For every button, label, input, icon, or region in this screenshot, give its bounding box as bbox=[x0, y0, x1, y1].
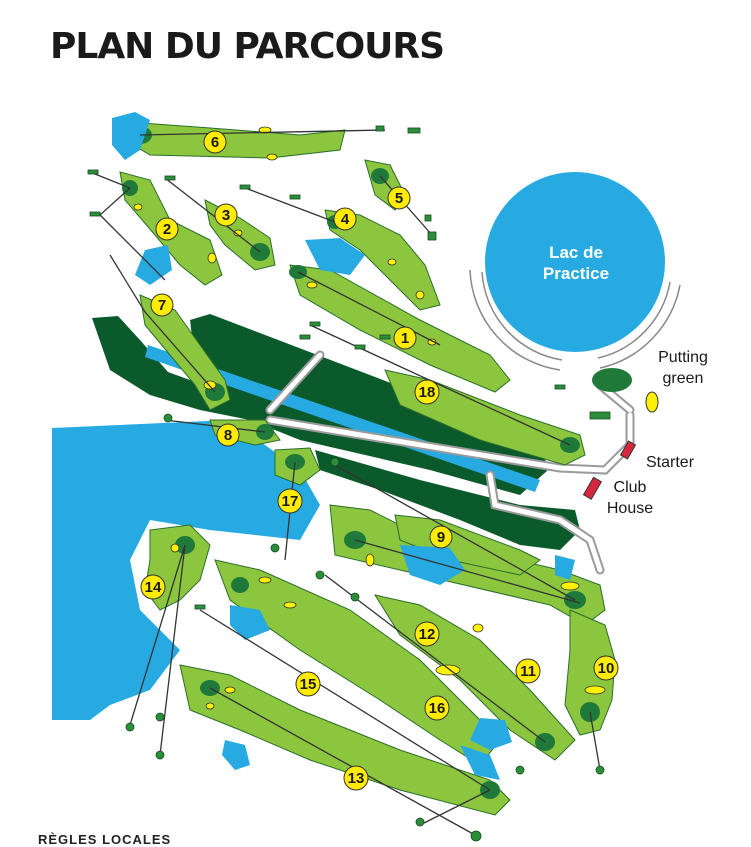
hole-markers: 1 2 3 4 5 6 7 8 9 10 11 12 13 14 15 16 1… bbox=[140, 130, 619, 791]
putting-label-line2: green bbox=[663, 370, 704, 387]
hole-marker-3: 3 bbox=[214, 203, 238, 227]
forest-area-2 bbox=[315, 450, 580, 550]
svg-text:9: 9 bbox=[437, 529, 445, 546]
fairways bbox=[119, 121, 616, 816]
hole-marker-2: 2 bbox=[155, 217, 179, 241]
hole-marker-18: 18 bbox=[414, 379, 440, 405]
hole-marker-5: 5 bbox=[387, 186, 411, 210]
svg-text:12: 12 bbox=[419, 626, 436, 643]
hole-marker-4: 4 bbox=[333, 207, 357, 231]
hole-marker-6: 6 bbox=[203, 130, 227, 154]
ponds bbox=[112, 112, 575, 780]
hole-marker-11: 11 bbox=[515, 658, 541, 684]
hole-marker-15: 15 bbox=[295, 671, 321, 697]
hole-lines bbox=[89, 129, 601, 836]
hole-marker-9: 9 bbox=[429, 525, 453, 549]
svg-text:17: 17 bbox=[282, 493, 299, 510]
lake-label-line2: Practice bbox=[543, 264, 609, 283]
page-title: PLAN DU PARCOURS bbox=[50, 26, 445, 67]
hole-marker-7: 7 bbox=[150, 293, 174, 317]
hole-marker-10: 10 bbox=[593, 655, 619, 681]
big-lake bbox=[52, 420, 320, 720]
putting-label-line1: Putting bbox=[658, 349, 708, 366]
practice-lake bbox=[485, 172, 665, 352]
hole-marker-17: 17 bbox=[277, 488, 303, 514]
clubhouse-label-line1: Club bbox=[614, 479, 647, 496]
tee-markers bbox=[87, 125, 611, 842]
starter-building bbox=[619, 440, 637, 460]
svg-text:2: 2 bbox=[163, 221, 171, 238]
svg-text:7: 7 bbox=[158, 297, 166, 314]
svg-text:14: 14 bbox=[145, 579, 162, 596]
starter-label: Starter bbox=[646, 454, 695, 471]
svg-text:13: 13 bbox=[348, 770, 365, 787]
putting-bunker bbox=[645, 391, 659, 413]
hole-marker-12: 12 bbox=[414, 621, 440, 647]
hole-marker-13: 13 bbox=[343, 765, 369, 791]
hole-marker-14: 14 bbox=[140, 574, 166, 600]
hole-marker-8: 8 bbox=[216, 423, 240, 447]
svg-text:15: 15 bbox=[300, 676, 317, 693]
svg-text:3: 3 bbox=[222, 207, 230, 224]
svg-text:18: 18 bbox=[419, 384, 436, 401]
clubhouse-label-line2: House bbox=[607, 500, 653, 517]
hole-marker-1: 1 bbox=[393, 326, 417, 350]
canal bbox=[145, 345, 540, 492]
lake-label-line1: Lac de bbox=[549, 243, 603, 262]
clubhouse-building bbox=[582, 476, 603, 500]
svg-text:5: 5 bbox=[395, 190, 403, 207]
svg-text:8: 8 bbox=[224, 427, 232, 444]
bunkers bbox=[133, 126, 606, 710]
svg-text:11: 11 bbox=[520, 663, 536, 680]
svg-text:4: 4 bbox=[341, 211, 350, 228]
svg-text:10: 10 bbox=[598, 660, 615, 677]
svg-text:1: 1 bbox=[401, 330, 409, 347]
putting-green bbox=[592, 368, 632, 392]
svg-text:16: 16 bbox=[429, 700, 446, 717]
svg-text:6: 6 bbox=[211, 134, 219, 151]
local-rules-heading: RÈGLES LOCALES bbox=[38, 832, 172, 847]
hole-marker-16: 16 bbox=[424, 695, 450, 721]
